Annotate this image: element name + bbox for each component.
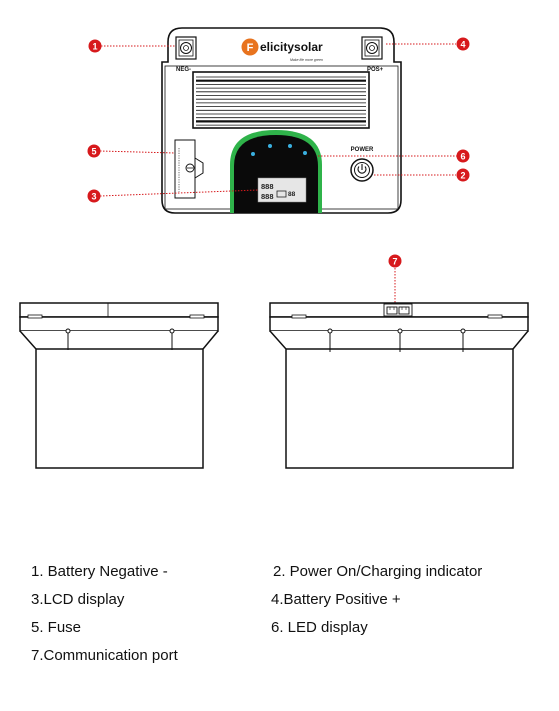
lcd-digits-right: 88 — [288, 191, 296, 198]
legend-item-6: 6. LED display — [271, 619, 368, 636]
legend-item-5: 5. Fuse — [31, 619, 82, 636]
legend-item-2: 2. Power On/Charging indicator — [273, 563, 483, 580]
svg-text:F: F — [247, 42, 254, 54]
legend-item-1: 1. Battery Negative - — [31, 563, 168, 580]
led-indicator — [268, 144, 272, 148]
side-view-right — [269, 302, 529, 469]
terminal-post — [65, 328, 175, 350]
svg-text:3: 3 — [91, 192, 96, 202]
led-indicator — [303, 151, 307, 155]
communication-port — [383, 303, 413, 317]
callout-leaders — [99, 43, 457, 303]
legend-item-3: 3.LCD display — [31, 591, 125, 608]
fuse — [174, 139, 204, 199]
battery-negative-terminal — [175, 36, 197, 60]
pos-label: POS+ — [367, 67, 384, 73]
brand-logo: F elicitysolar Make life more green — [241, 38, 323, 62]
led-display — [251, 144, 307, 156]
callout-4: 4 — [456, 37, 470, 51]
battery-positive-terminal — [361, 36, 383, 60]
svg-text:6: 6 — [460, 152, 465, 162]
legend-item-7: 7.Communication port — [31, 647, 178, 664]
led-indicator — [288, 144, 292, 148]
power-label: POWER — [351, 147, 374, 153]
callout-5: 5 — [87, 144, 101, 158]
terminal-post — [327, 328, 466, 352]
led-indicator — [251, 152, 255, 156]
neg-label: NEG- — [176, 67, 191, 73]
brand-tagline: Make life more green — [290, 58, 323, 62]
svg-text:5: 5 — [91, 147, 96, 157]
svg-text:2: 2 — [460, 171, 465, 181]
callout-3: 3 — [87, 189, 101, 203]
svg-text:1: 1 — [92, 42, 97, 52]
lcd-digits-top: 888 — [261, 182, 274, 191]
power-icon — [357, 166, 367, 174]
callout-7: 7 — [388, 254, 402, 268]
legend-item-4: 4.Battery Positive + — [271, 591, 401, 608]
lcd-display: 888 888 88 — [257, 177, 307, 203]
power-button — [350, 158, 374, 182]
callout-1: 1 — [88, 39, 102, 53]
side-view-left — [19, 302, 219, 469]
svg-text:7: 7 — [392, 257, 397, 267]
brand-name: elicitysolar — [260, 40, 323, 54]
lcd-digits-bottom: 888 — [261, 192, 274, 201]
callout-6: 6 — [456, 149, 470, 163]
callout-markers: 1 4 5 3 6 2 7 — [87, 37, 470, 268]
callout-2: 2 — [456, 168, 470, 182]
front-panel: F elicitysolar Make life more green NEG-… — [161, 27, 402, 214]
logo-f-icon — [241, 38, 259, 56]
svg-text:4: 4 — [460, 40, 465, 50]
vent-grille — [192, 71, 370, 129]
